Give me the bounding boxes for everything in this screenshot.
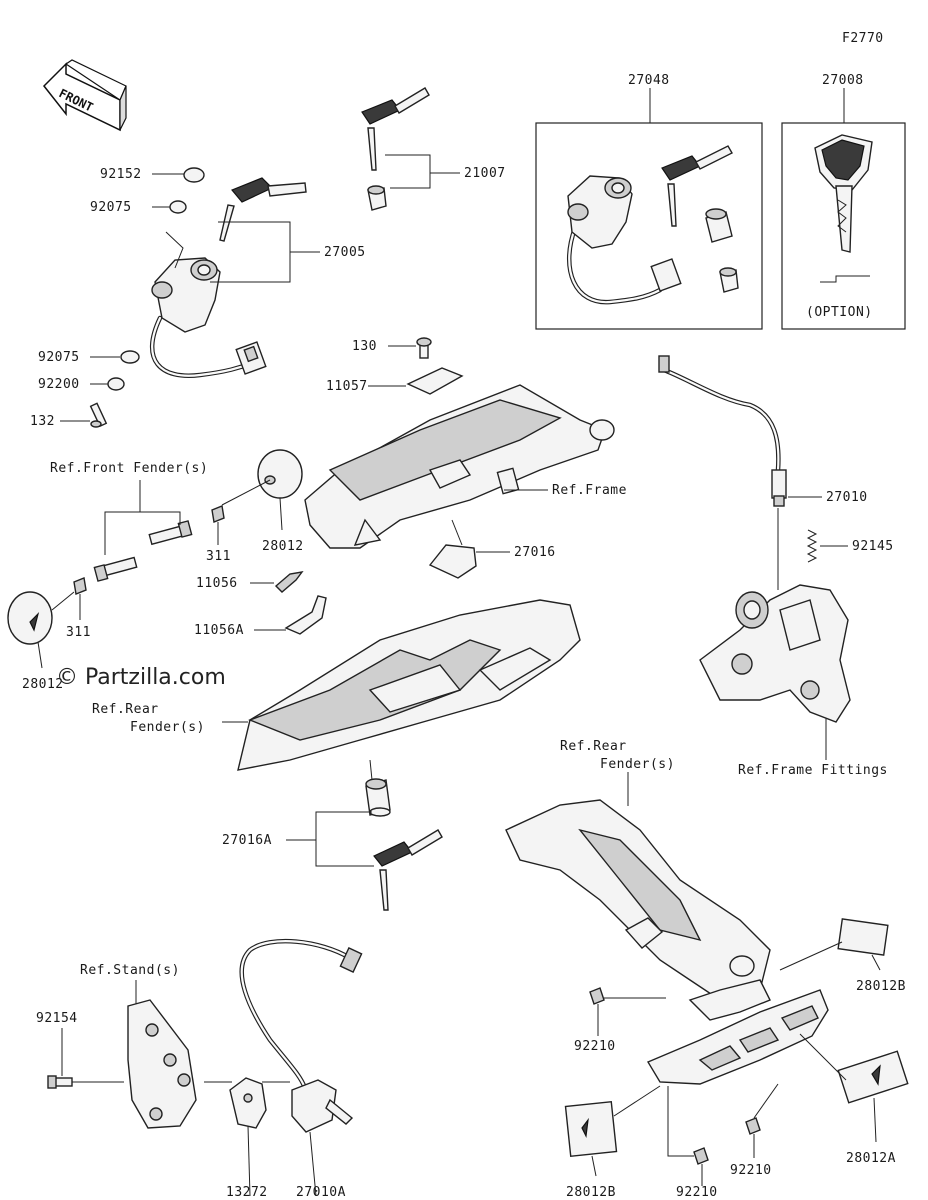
bracket-11056a (284, 595, 327, 635)
callout-11056: 11056 (196, 576, 238, 591)
reflector-28012a (837, 1050, 909, 1104)
bracket-11057 (406, 367, 464, 395)
spring-92145 (806, 529, 818, 563)
cap-28012-right (257, 449, 303, 499)
key-pair-in-set (661, 145, 733, 227)
callout-311-upper: 311 (206, 549, 231, 564)
key-pair-27016a (373, 829, 443, 911)
washer-92200 (107, 377, 125, 391)
bolt-130 (416, 337, 432, 359)
frame-fittings (699, 584, 851, 723)
bolt-92154 (47, 1075, 73, 1089)
stand-bracket (127, 999, 197, 1129)
callout-92200: 92200 (38, 377, 80, 392)
ignition-switch-assembly (149, 257, 267, 378)
callout-311-lower: 311 (66, 625, 91, 640)
callout-ref-rear-fender-1a: Ref.Rear (92, 702, 159, 717)
callout-27008: 27008 (822, 73, 864, 88)
watermark: © Partzilla.com (56, 665, 226, 690)
callout-28012b-right: 28012B (856, 979, 906, 994)
callout-11057: 11057 (326, 379, 368, 394)
callout-92210-bottom: 92210 (676, 1185, 718, 1200)
blank-key-icon (814, 134, 873, 253)
side-stand-switch-27010a (239, 938, 363, 1133)
tail-bracket (646, 979, 829, 1085)
callout-11056a: 11056A (194, 623, 244, 638)
callout-92075-top: 92075 (90, 200, 132, 215)
callout-ref-frame-fittings: Ref.Frame Fittings (738, 763, 888, 778)
washer-92152 (183, 167, 205, 183)
figure-code: F2770 (842, 31, 884, 46)
callout-21007: 21007 (464, 166, 506, 181)
plate-13272 (229, 1077, 267, 1129)
rear-fender-upper (237, 599, 581, 771)
rear-frame (304, 384, 615, 549)
callout-28012-left: 28012 (22, 677, 64, 692)
washer-92075-top (169, 200, 187, 214)
callout-27016a: 27016A (222, 833, 272, 848)
callout-28012b-left: 28012B (566, 1185, 616, 1200)
cap-in-set (719, 267, 739, 293)
callout-92075-bottom: 92075 (38, 350, 80, 365)
callout-ref-stand: Ref.Stand(s) (80, 963, 180, 978)
reflector-28012b-left (564, 1100, 618, 1158)
nut-92210-bottom (693, 1147, 709, 1165)
callout-27010: 27010 (826, 490, 868, 505)
callout-92210-left: 92210 (574, 1039, 616, 1054)
callout-ref-frame: Ref.Frame (552, 483, 627, 498)
callout-27010a: 27010A (296, 1185, 346, 1200)
callout-27048: 27048 (628, 73, 670, 88)
nut-311-upper (211, 505, 225, 523)
key-pair-21007 (361, 87, 430, 171)
nut-311-lower (73, 577, 87, 595)
cable-27010 (658, 355, 787, 507)
bracket-27016 (428, 519, 477, 579)
callout-13272: 13272 (226, 1185, 268, 1200)
reflector-28012b-right (837, 918, 889, 956)
set-box-27048 (535, 122, 763, 330)
cap-28012-left (7, 591, 53, 645)
bolt-132 (89, 402, 108, 428)
callout-92154: 92154 (36, 1011, 78, 1026)
callout-28012a: 28012A (846, 1151, 896, 1166)
collar-bolt-lower (93, 556, 138, 582)
callout-92145: 92145 (852, 539, 894, 554)
lock-cylinder-27016a (365, 778, 391, 817)
ignition-switch-in-set (566, 175, 682, 305)
callout-130: 130 (352, 339, 377, 354)
callout-92210-mid: 92210 (730, 1163, 772, 1178)
washer-92075-bottom (120, 350, 140, 364)
callout-92152: 92152 (100, 167, 142, 182)
rear-fender-lower (505, 799, 771, 1001)
front-arrow-icon: FRONT (42, 59, 127, 132)
key-pair-27005 (219, 177, 307, 242)
callout-ref-rear-fender-2a: Ref.Rear (560, 739, 627, 754)
collar-bolt-upper (148, 520, 193, 546)
callout-28012-right: 28012 (262, 539, 304, 554)
option-label: (OPTION) (806, 305, 873, 320)
callout-27005: 27005 (324, 245, 366, 260)
nut-92210-left (589, 987, 605, 1005)
callout-ref-rear-fender-2b: Fender(s) (600, 757, 675, 772)
callout-27016: 27016 (514, 545, 556, 560)
callout-ref-rear-fender-1b: Fender(s) (130, 720, 205, 735)
lock-cylinder-in-set (705, 208, 733, 243)
callout-ref-front-fender: Ref.Front Fender(s) (50, 461, 208, 476)
nut-92210-mid (745, 1117, 761, 1135)
callout-132: 132 (30, 414, 55, 429)
clip-11056 (274, 571, 304, 593)
lock-cylinder-21007 (367, 185, 387, 211)
